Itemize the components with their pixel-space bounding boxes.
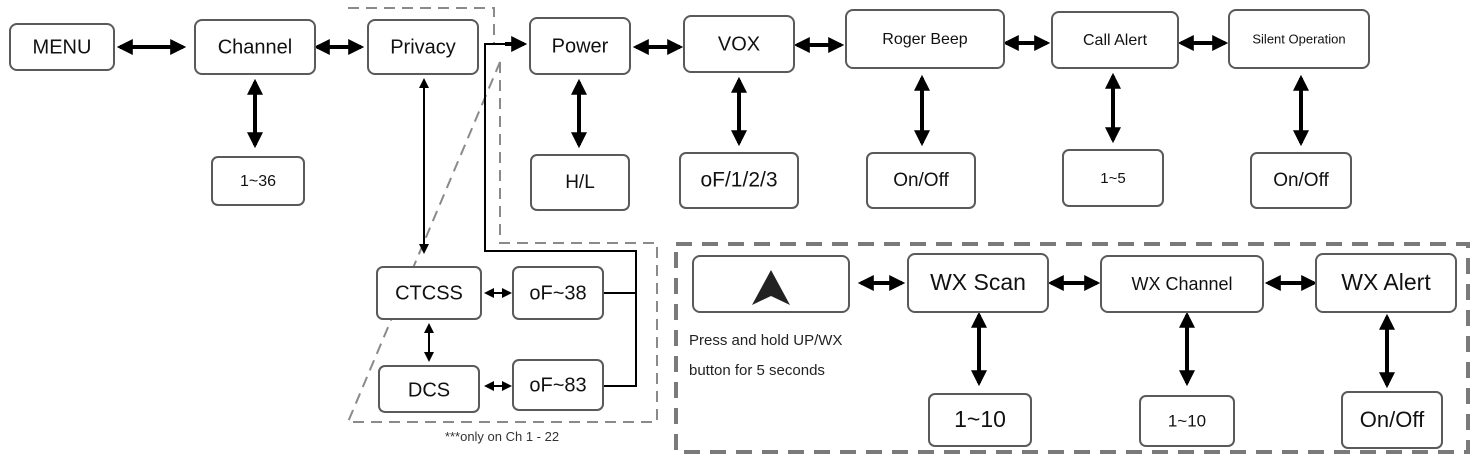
roger-beep-value-box: On/Off [866, 152, 976, 209]
dcs-range-box: oF~83 [512, 359, 604, 411]
up-wx-button-box [692, 255, 850, 313]
wx-channel-label: WX Channel [1131, 274, 1232, 294]
silent-operation-value-label: On/Off [1273, 170, 1329, 191]
silent-operation-value-box: On/Off [1250, 152, 1352, 209]
wx-scan-label: WX Scan [930, 269, 1026, 295]
privacy-label: Privacy [390, 36, 456, 58]
ctcss-range-box: oF~38 [512, 266, 604, 320]
dcs-box: DCS [378, 365, 480, 413]
wx-channel-box: WX Channel [1100, 255, 1264, 313]
privacy-box: Privacy [367, 19, 479, 75]
up-arrow-icon [752, 270, 790, 305]
power-value-box: H/L [530, 154, 630, 211]
call-alert-value-box: 1~5 [1062, 149, 1164, 207]
dcs-label: DCS [408, 379, 450, 401]
wx-scan-value-label: 1~10 [954, 406, 1006, 432]
dcs-range-label: oF~83 [529, 374, 586, 396]
channel-label: Channel [218, 36, 293, 58]
wx-scan-box: WX Scan [907, 253, 1049, 313]
wx-alert-value-box: On/Off [1341, 391, 1443, 449]
wx-dashed-region [674, 242, 1470, 454]
wx-channel-value-label: 1~10 [1168, 411, 1206, 430]
privacy-dashed-region [346, 7, 658, 423]
vox-label: VOX [718, 33, 760, 55]
vox-box: VOX [683, 15, 795, 73]
silent-operation-box: Silent Operation [1228, 9, 1370, 69]
ctcss-box: CTCSS [376, 266, 482, 320]
call-alert-value-label: 1~5 [1100, 170, 1125, 187]
ctcss-label: CTCSS [395, 282, 463, 304]
channel-box: Channel [194, 19, 316, 75]
wx-channel-value-box: 1~10 [1139, 395, 1235, 447]
menu-box: MENU [9, 23, 115, 71]
wx-scan-value-box: 1~10 [928, 393, 1032, 447]
roger-beep-box: Roger Beep [845, 9, 1005, 69]
privacy-return-connector [484, 43, 637, 387]
privacy-footnote: ***only on Ch 1 - 22 [445, 429, 559, 444]
silent-operation-label: Silent Operation [1252, 31, 1345, 46]
vox-value-box: oF/1/2/3 [679, 152, 799, 209]
ctcss-range-label: oF~38 [529, 282, 586, 304]
channel-range-box: 1~36 [211, 156, 305, 206]
power-value-label: H/L [565, 172, 595, 193]
power-label: Power [552, 35, 609, 57]
press-hold-note-line1: Press and hold UP/WX [689, 332, 842, 349]
roger-beep-value-label: On/Off [893, 170, 949, 191]
call-alert-label: Call Alert [1083, 32, 1148, 49]
channel-range-label: 1~36 [240, 173, 276, 190]
power-box: Power [529, 17, 631, 75]
vox-value-label: oF/1/2/3 [700, 169, 777, 192]
wx-alert-label: WX Alert [1341, 269, 1431, 295]
call-alert-box: Call Alert [1051, 11, 1179, 69]
wx-alert-box: WX Alert [1315, 253, 1457, 313]
roger-beep-label: Roger Beep [882, 31, 967, 48]
menu-label: MENU [33, 36, 92, 58]
press-hold-note-line2: button for 5 seconds [689, 362, 825, 379]
wx-alert-value-label: On/Off [1360, 407, 1425, 432]
